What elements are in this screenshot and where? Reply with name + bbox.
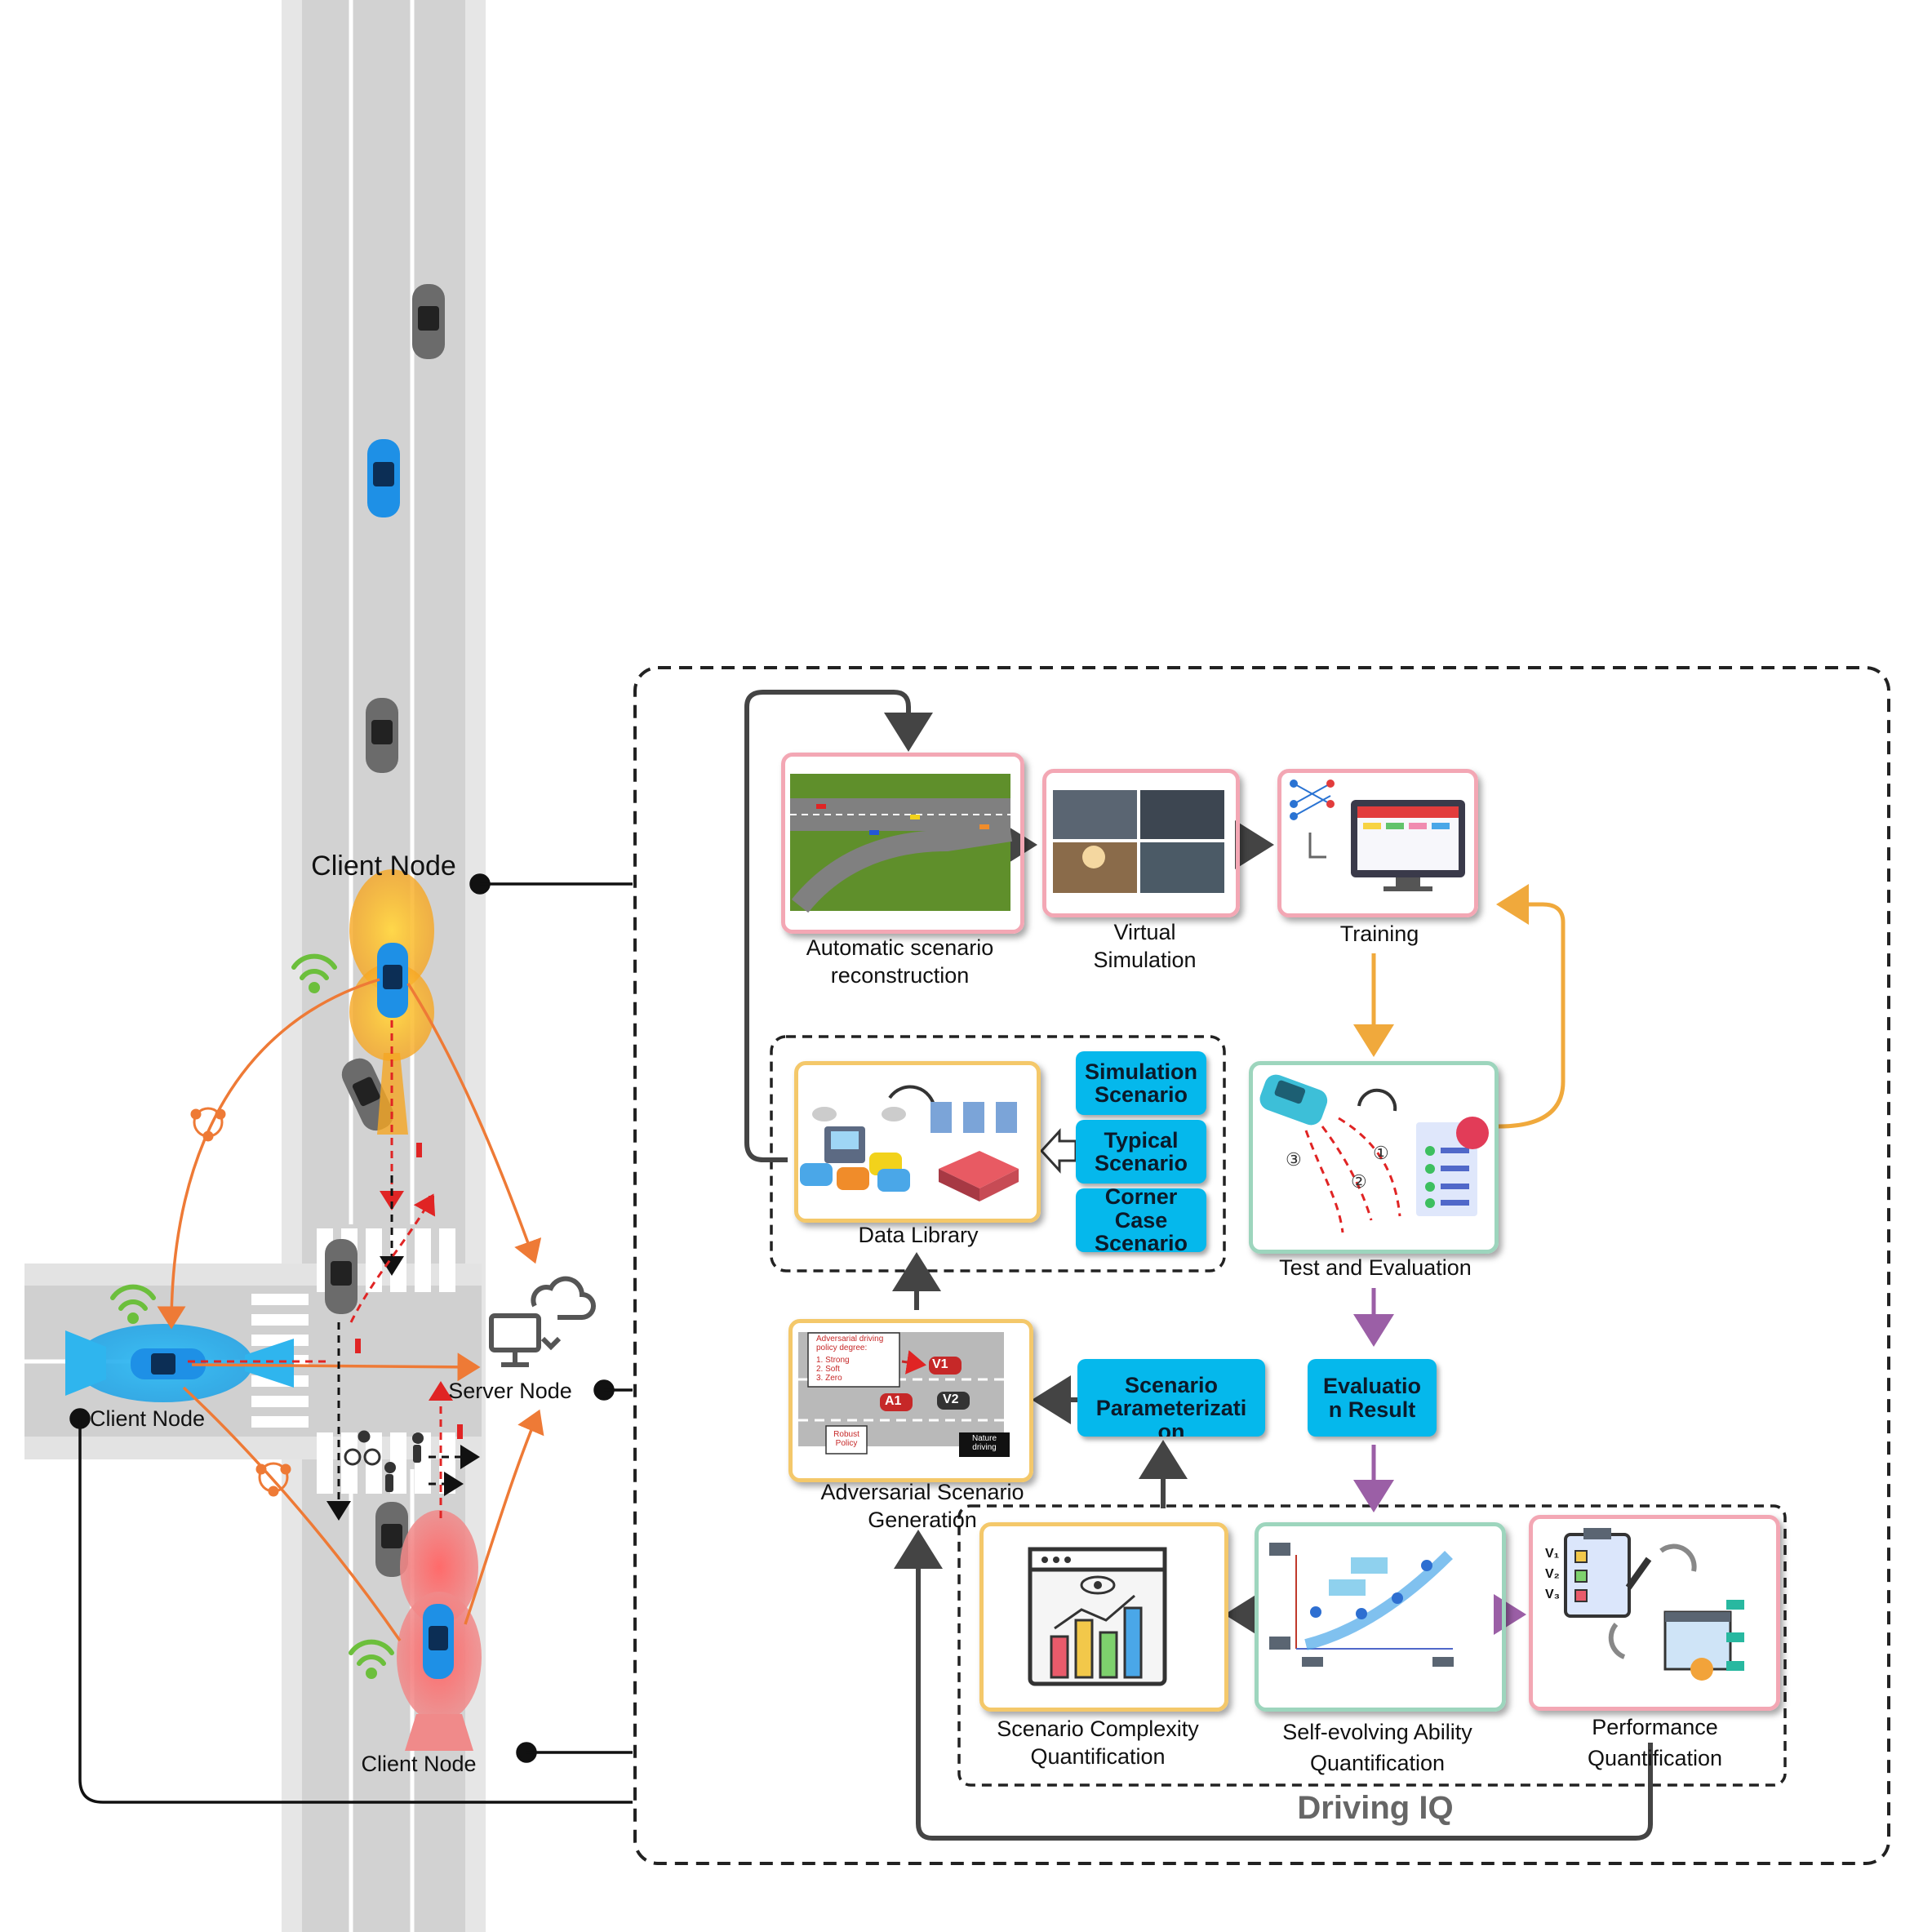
training-image bbox=[1290, 779, 1465, 891]
framework-border bbox=[633, 666, 1890, 1865]
test-marker-2: ② bbox=[1351, 1171, 1367, 1192]
dark-arrows bbox=[744, 690, 1653, 1841]
virtual-simulation-label: Virtual Simulation bbox=[1093, 920, 1197, 972]
auto-scenario-image bbox=[790, 774, 1012, 913]
cyclist-icon bbox=[344, 1430, 381, 1466]
self-evolving-label: Self-evolving Ability Quantification bbox=[1282, 1720, 1472, 1775]
warning-icon bbox=[355, 1143, 463, 1439]
policy-item-1: 1. Strong bbox=[816, 1356, 850, 1365]
wifi-icon bbox=[349, 1639, 394, 1679]
trajectories bbox=[188, 1020, 480, 1521]
pedestrian-icon bbox=[412, 1432, 424, 1463]
test-marker-1: ① bbox=[1373, 1143, 1389, 1163]
client-node-bottom-vehicle bbox=[397, 1510, 482, 1751]
simulation-scenario-tag: Simulation Scenario bbox=[1076, 1051, 1206, 1115]
virtual-simulation-image bbox=[1053, 790, 1224, 893]
evaluation-result-box: Evaluatio n Result bbox=[1308, 1359, 1437, 1437]
adversarial-label: Adversarial Scenario Generation bbox=[820, 1480, 1024, 1532]
auto-scenario-box bbox=[781, 753, 1024, 934]
gray-car-1 bbox=[412, 284, 445, 359]
adversarial-image bbox=[798, 1332, 1010, 1457]
communication-arcs bbox=[157, 978, 544, 1641]
robust-policy-label: Robust Policy bbox=[833, 1430, 859, 1448]
purple-arrows bbox=[1353, 1288, 1526, 1635]
performance-label: Performance Quantification bbox=[1587, 1715, 1723, 1770]
blue-car-lane bbox=[367, 439, 400, 517]
data-library-group bbox=[770, 1035, 1226, 1272]
self-evolving-image bbox=[1269, 1543, 1454, 1667]
wifi-icon bbox=[291, 953, 337, 993]
performance-box bbox=[1529, 1515, 1780, 1711]
performance-mark-3: V₃ bbox=[1545, 1588, 1561, 1601]
gray-car-5 bbox=[375, 1502, 408, 1577]
training-label: Training bbox=[1339, 922, 1419, 946]
gray-car-2 bbox=[366, 698, 398, 773]
fl-icon bbox=[255, 1462, 291, 1497]
fl-icon bbox=[190, 1107, 226, 1142]
self-evolving-box bbox=[1255, 1522, 1506, 1712]
gray-car-4 bbox=[325, 1239, 358, 1314]
training-box bbox=[1277, 769, 1478, 917]
scenario-parameterization-box: Scenario Parameterizati on bbox=[1077, 1359, 1265, 1437]
orange-arrows bbox=[1353, 884, 1566, 1129]
vehicle-v2-label: V2 bbox=[943, 1392, 959, 1406]
wifi-icon bbox=[110, 1284, 156, 1324]
client-node-top-label: Client Node bbox=[311, 851, 456, 882]
complexity-label: Scenario Complexity Quantification bbox=[997, 1717, 1199, 1769]
driving-iq-title: Driving IQ bbox=[1297, 1790, 1454, 1826]
data-library-label: Data Library bbox=[858, 1223, 979, 1247]
auto-scenario-label: Automatic scenario reconstruction bbox=[806, 935, 994, 988]
policy-title: Adversarial driving policy degree: bbox=[816, 1335, 884, 1352]
complexity-image bbox=[1028, 1547, 1167, 1686]
typical-scenario-tag: Typical Scenario bbox=[1076, 1120, 1206, 1184]
server-node-label: Server Node bbox=[448, 1379, 572, 1403]
test-eval-label: Test and Evaluation bbox=[1279, 1255, 1472, 1280]
nature-driving-label: Nature driving bbox=[971, 1434, 997, 1452]
connector-lines bbox=[69, 873, 633, 1804]
test-eval-box bbox=[1249, 1061, 1499, 1254]
vehicle-a1-label: A1 bbox=[885, 1394, 902, 1408]
hollow-arrow bbox=[1039, 1128, 1077, 1174]
data-library-image bbox=[800, 1085, 1019, 1201]
client-node-left-label: Client Node bbox=[90, 1406, 206, 1431]
server-node-icon bbox=[489, 1276, 596, 1367]
client-node-top-vehicle bbox=[349, 869, 434, 1135]
client-node-left-vehicle bbox=[65, 1324, 294, 1402]
pedestrian-icon bbox=[384, 1462, 396, 1492]
vehicle-v1-label: V1 bbox=[932, 1357, 948, 1371]
complexity-box bbox=[979, 1522, 1228, 1712]
client-node-bottom-label: Client Node bbox=[361, 1752, 477, 1776]
virtual-simulation-box bbox=[1042, 769, 1240, 917]
policy-item-2: 2. Soft bbox=[816, 1365, 840, 1374]
policy-item-3: 3. Zero bbox=[816, 1374, 842, 1383]
test-marker-3: ③ bbox=[1286, 1149, 1302, 1170]
data-library-box bbox=[794, 1061, 1041, 1223]
performance-image bbox=[1564, 1528, 1744, 1681]
corner-case-scenario-tag: Corner Case Scenario bbox=[1076, 1188, 1206, 1252]
performance-mark-1: V₁ bbox=[1545, 1547, 1560, 1561]
adversarial-box bbox=[788, 1319, 1033, 1482]
performance-mark-2: V₂ bbox=[1545, 1567, 1560, 1581]
test-eval-image bbox=[1259, 1074, 1489, 1233]
